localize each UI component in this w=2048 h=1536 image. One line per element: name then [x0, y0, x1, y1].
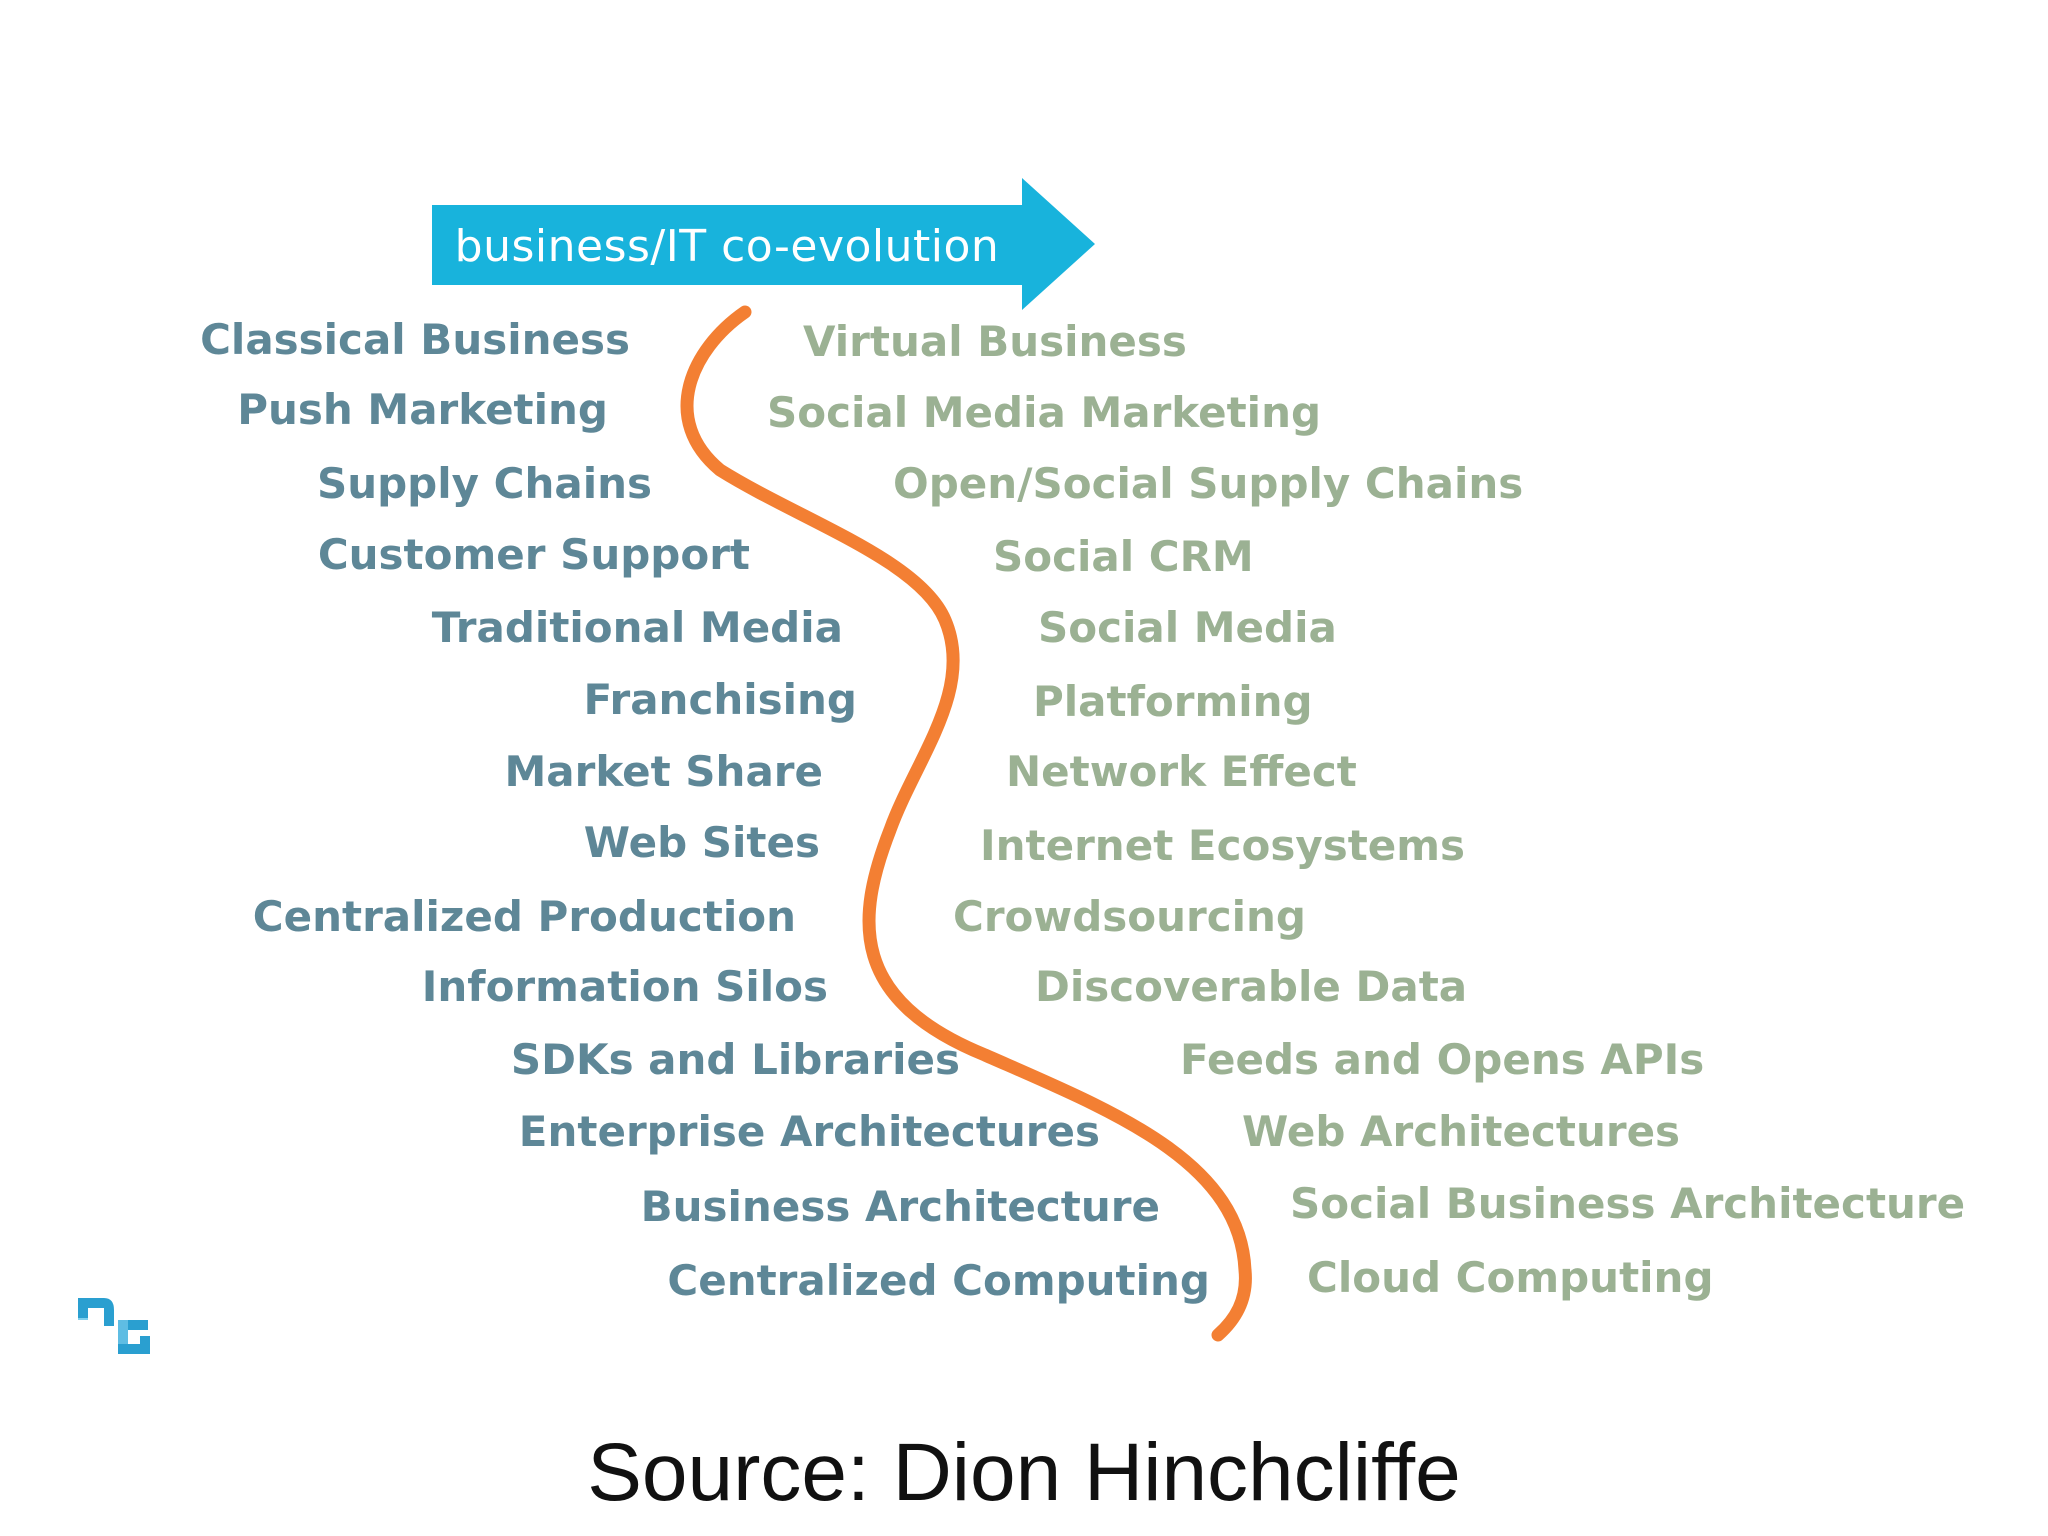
right-item: Internet Ecosystems: [980, 821, 1466, 870]
right-item: Social Media: [1038, 603, 1337, 652]
arrow-label: business/IT co-evolution: [454, 220, 1000, 272]
left-item: Push Marketing: [237, 385, 608, 434]
right-item: Open/Social Supply Chains: [893, 459, 1524, 508]
divider-curve: [680, 305, 1252, 1342]
left-item: Enterprise Architectures: [518, 1107, 1100, 1156]
right-item: Platforming: [1033, 677, 1313, 726]
right-item: Feeds and Opens APIs: [1180, 1035, 1705, 1084]
right-item: Network Effect: [1006, 747, 1357, 796]
right-item: Social Media Marketing: [767, 388, 1322, 437]
left-item: Centralized Computing: [667, 1256, 1210, 1305]
left-item: Franchising: [583, 675, 857, 724]
left-item: Classical Business: [200, 315, 630, 364]
left-item: Information Silos: [421, 962, 828, 1011]
left-item: Centralized Production: [252, 892, 796, 941]
left-item: Business Architecture: [640, 1182, 1160, 1231]
right-item: Crowdsourcing: [953, 892, 1306, 941]
left-item: Web Sites: [583, 818, 820, 867]
dg-logo-icon: [78, 1298, 150, 1354]
left-item: SDKs and Libraries: [510, 1035, 960, 1084]
arrow-shape: [432, 178, 1095, 310]
left-item: Customer Support: [317, 530, 750, 579]
right-item: Social Business Architecture: [1290, 1179, 1966, 1228]
right-item: Virtual Business: [803, 317, 1187, 366]
right-item: Social CRM: [993, 532, 1254, 581]
source-caption: Source: Dion Hinchcliffe: [587, 1427, 1461, 1518]
left-item: Market Share: [504, 747, 823, 796]
right-item: Discoverable Data: [1035, 962, 1468, 1011]
right-item: Web Architectures: [1242, 1107, 1681, 1156]
left-item: Supply Chains: [316, 459, 652, 508]
right-item: Cloud Computing: [1307, 1253, 1714, 1302]
left-item: Traditional Media: [431, 603, 843, 652]
